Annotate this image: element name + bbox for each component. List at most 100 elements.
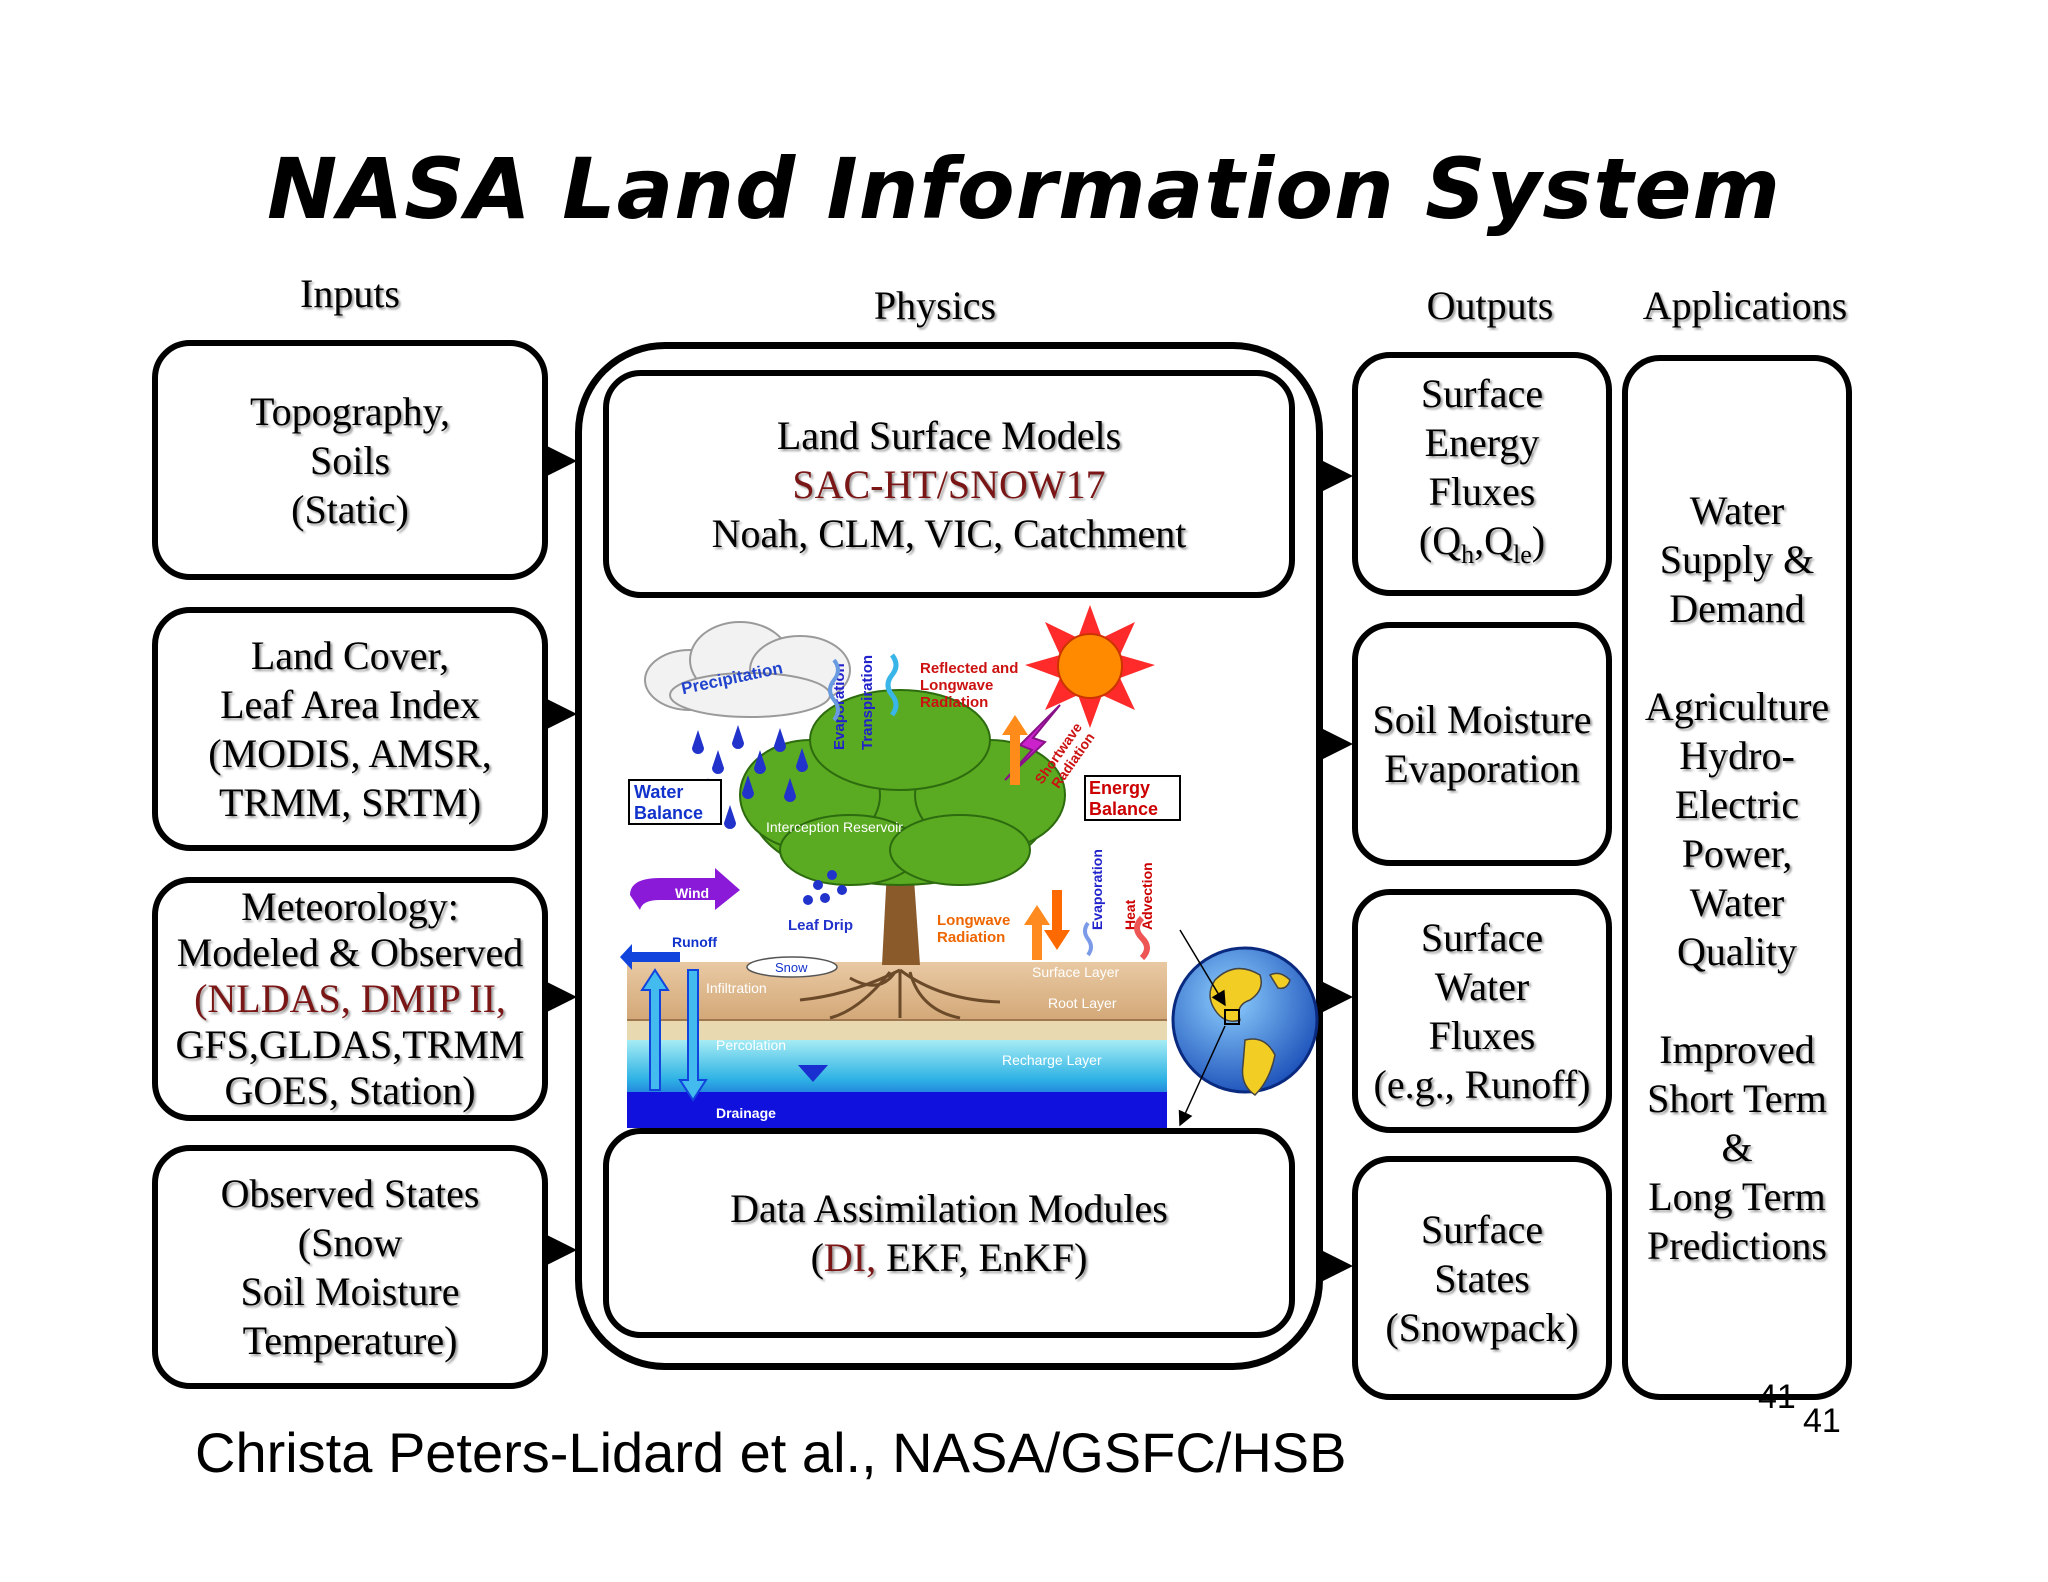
evaporation-right-wave (1083, 921, 1093, 957)
data-assimilation-box: Data Assimilation Modules (DI, EKF, EnKF… (603, 1128, 1295, 1338)
slide-title: NASA Land Information System (267, 140, 1781, 238)
label-water-balance: Water Balance (634, 782, 703, 823)
input-text-highlight: (NLDAS, DMIP II, (194, 976, 506, 1021)
tree-roots (799, 968, 1001, 1020)
input-box-land-cover: Land Cover, Leaf Area Index (MODIS, AMSR… (152, 607, 548, 851)
app-text: Water (1689, 879, 1785, 925)
app-text: Electric (1674, 781, 1800, 827)
header-physics: Physics (873, 283, 997, 328)
output-text-q: (Qh,Qle) (1419, 516, 1545, 579)
physics-frame (575, 342, 1323, 1370)
input-text: Temperature) (242, 1318, 458, 1363)
output-text: Water (1434, 964, 1530, 1009)
input-text: Modeled & Observed (176, 930, 524, 975)
output-text: (Snowpack) (1385, 1304, 1579, 1350)
rain-drops (692, 725, 808, 829)
label-snow: Snow (775, 960, 808, 975)
input-text: TRMM, SRTM) (218, 780, 482, 825)
label-leaf-drip: Leaf Drip (788, 917, 853, 934)
evaporation-wave (828, 658, 840, 722)
q-sub-le: le (1513, 540, 1532, 569)
app-text: Supply & (1659, 536, 1815, 582)
output-text: Soil Moisture (1372, 697, 1592, 742)
leaf-drip-icon (803, 870, 847, 905)
lsm-models: Noah, CLM, VIC, Catchment (711, 510, 1187, 556)
output-text: Energy (1424, 420, 1540, 465)
da-open: ( (810, 1235, 824, 1280)
input-text: Land Cover, (250, 633, 450, 678)
output-text: Fluxes (1428, 1013, 1536, 1058)
q-sub-h: h (1461, 540, 1475, 569)
header-outputs: Outputs (1426, 283, 1554, 328)
input-box-meteorology: Meteorology: Modeled & Observed (NLDAS, … (152, 877, 548, 1121)
output-text: Fluxes (1428, 469, 1536, 514)
land-surface-illustration: Precipitation Evaporation Transpiration … (620, 605, 1319, 1128)
input-text: Topography, (249, 388, 451, 434)
da-rest: EKF, EnKF) (876, 1235, 1088, 1280)
label-recharge-layer: Recharge Layer (1002, 1052, 1102, 1068)
longwave-down-arrow (1044, 890, 1070, 950)
heat-advection-wave (1134, 915, 1150, 961)
infiltration-up-arrow (640, 968, 670, 1091)
app-text: Long Term (1648, 1173, 1826, 1219)
label-evaporation-right: Evaporation (1089, 849, 1105, 930)
output-box-soil-moisture: Soil Moisture Evaporation (1352, 622, 1612, 866)
app-text: Predictions (1647, 1222, 1827, 1268)
app-text: Quality (1677, 928, 1797, 974)
output-text: Surface (1420, 915, 1544, 960)
credit-line: Christa Peters-Lidard et al., NASA/GSFC/… (195, 1421, 1347, 1484)
cloud-icon (644, 621, 851, 718)
water-table-marker (798, 1065, 828, 1082)
input-text: Soils (309, 437, 391, 483)
output-box-water-fluxes: Surface Water Fluxes (e.g., Runoff) (1352, 889, 1612, 1133)
input-box-observed-states: Observed States (Snow Soil Moisture Temp… (152, 1145, 548, 1389)
label-runoff: Runoff (672, 934, 717, 950)
output-text: Evaporation (1384, 746, 1580, 791)
sun-icon (1025, 605, 1155, 728)
energy-balance-box (1084, 775, 1181, 821)
q-mid: ,Q (1474, 518, 1513, 563)
wind-arrow (630, 868, 740, 910)
label-longwave: Longwave Radiation (937, 912, 1015, 946)
input-text: Soil Moisture (240, 1269, 460, 1314)
output-text: Surface (1420, 371, 1544, 416)
da-highlight: DI, (823, 1235, 877, 1280)
input-text: GOES, Station) (224, 1068, 476, 1113)
q-open: (Q (1418, 518, 1462, 563)
output-text: Surface (1420, 1206, 1544, 1252)
da-title: Data Assimilation Modules (730, 1186, 1168, 1231)
label-drainage: Drainage (716, 1105, 776, 1121)
input-text: Meteorology: (241, 884, 459, 929)
transpiration-wave (885, 653, 899, 717)
label-energy-balance: Energy Balance (1089, 778, 1158, 819)
drainage-layer (627, 1092, 1167, 1128)
app-text: Short Term (1647, 1075, 1827, 1121)
globe-icon (1171, 946, 1319, 1096)
snow-patch (746, 956, 838, 978)
da-methods: (DI, EKF, EnKF) (811, 1233, 1088, 1282)
label-reflected: Reflected and Longwave Radiation (920, 660, 1023, 711)
page-number-shadow: 41 (1758, 1378, 1796, 1416)
lsm-title: Land Surface Models (776, 412, 1122, 458)
input-text: (MODIS, AMSR, (208, 731, 492, 776)
label-root-layer: Root Layer (1048, 995, 1117, 1011)
page-number: 41 (1803, 1402, 1841, 1440)
header-applications: Applications (1642, 283, 1848, 328)
app-text: Power, (1681, 830, 1793, 876)
lsm-highlight: SAC-HT/SNOW17 (792, 461, 1106, 507)
app-text: Water (1689, 487, 1785, 533)
app-text: Demand (1669, 585, 1805, 631)
applications-box: Water Supply & Demand Agriculture Hydro-… (1622, 355, 1852, 1400)
label-transpiration: Transpiration (859, 655, 876, 750)
app-text: & (1721, 1124, 1753, 1170)
longwave-up-arrow (1024, 905, 1050, 960)
tree-canopy (739, 689, 1066, 886)
output-box-energy-fluxes: Surface Energy Fluxes (Qh,Qle) (1352, 352, 1612, 596)
input-text: GFS,GLDAS,TRMM (175, 1022, 525, 1067)
input-text: (Static) (291, 486, 409, 532)
runoff-arrow (620, 944, 680, 970)
label-percolation: Percolation (716, 1037, 786, 1053)
infiltration-down-arrow (678, 969, 708, 1102)
input-text: (Snow (297, 1220, 403, 1265)
